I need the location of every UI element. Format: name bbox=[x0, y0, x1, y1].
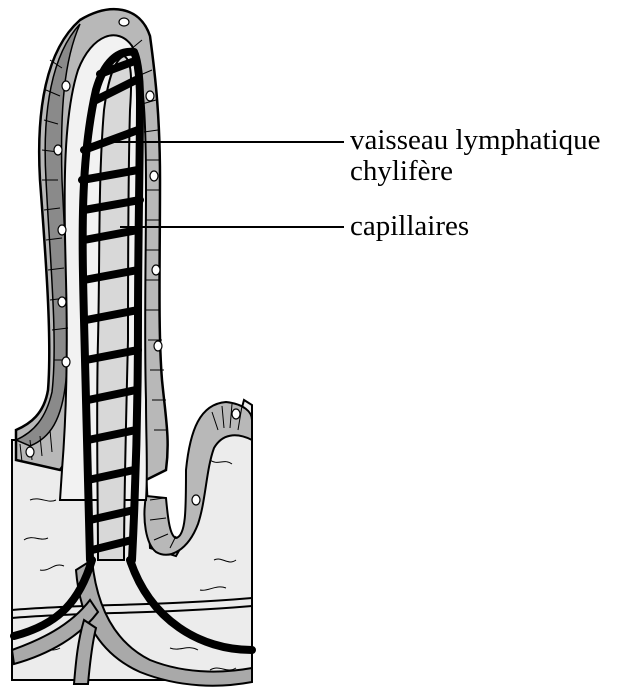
lymphatic-vessel-label-line2: chylifère bbox=[350, 155, 453, 187]
lymphatic-vessel-label-line1: vaisseau lymphatique bbox=[350, 124, 600, 156]
capillaries-label: capillaires bbox=[350, 210, 469, 242]
